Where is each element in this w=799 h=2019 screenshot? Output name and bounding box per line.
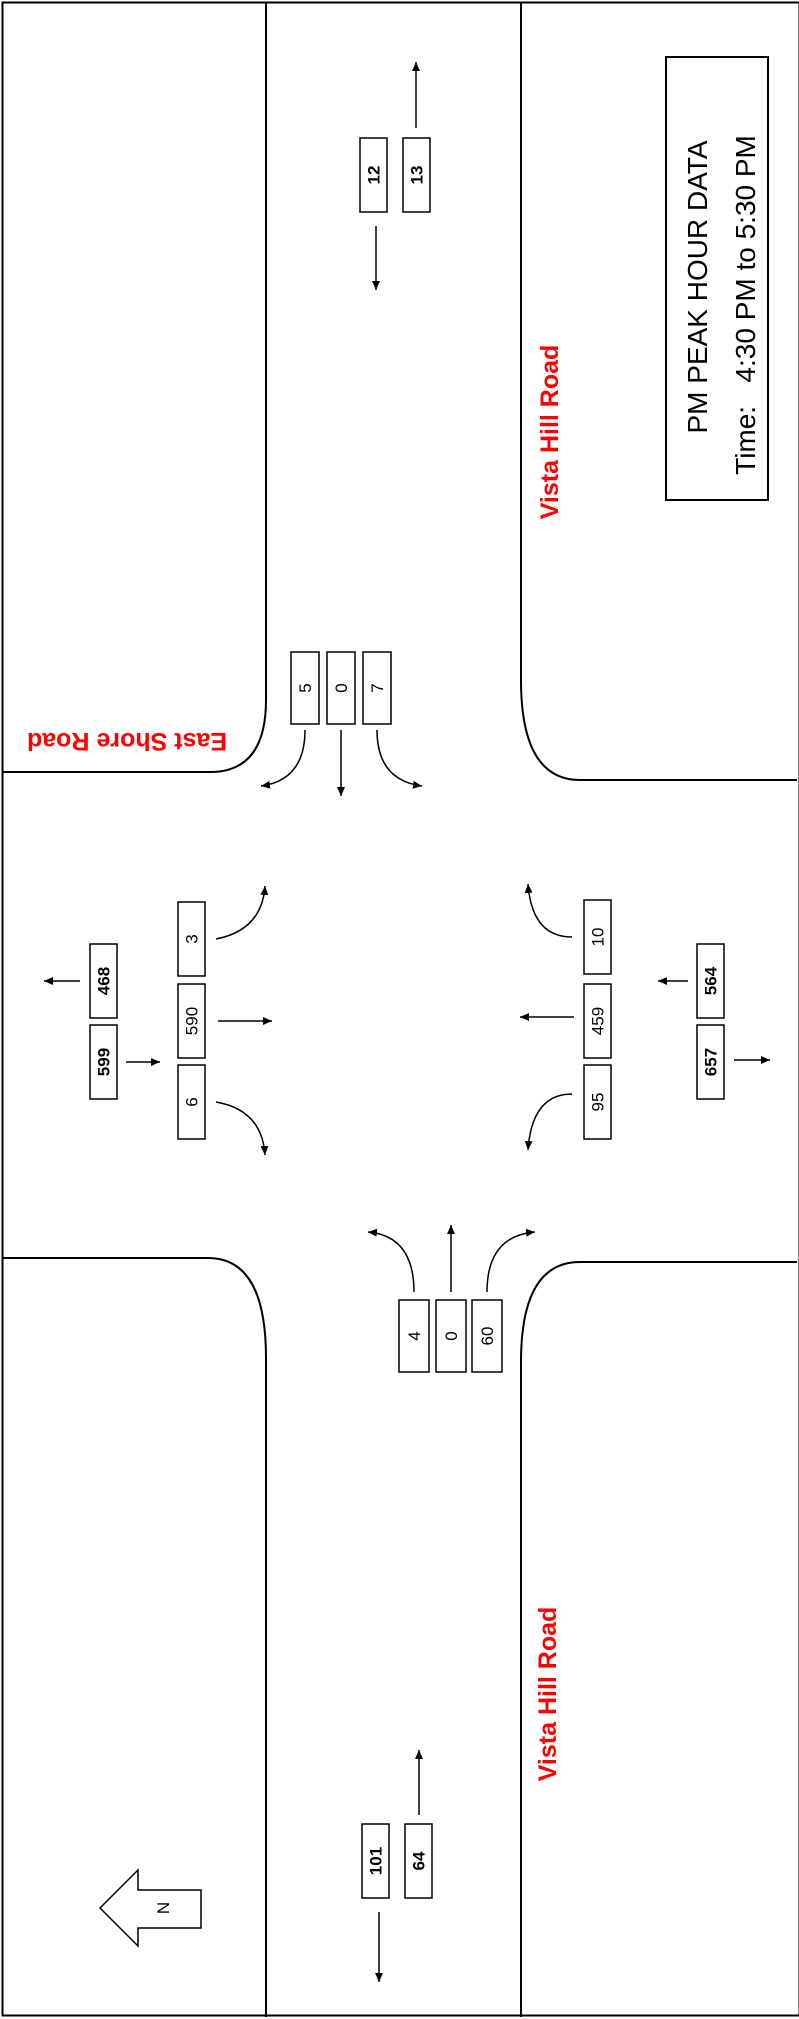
volume-label: 101 [367, 1847, 386, 1875]
volume-label: 657 [702, 1048, 721, 1076]
volume-label: 95 [589, 1093, 608, 1112]
volume-label: 564 [702, 966, 721, 995]
volume-label: 590 [183, 1007, 202, 1035]
west-leg: 6 590 3 599 468 [44, 885, 272, 1156]
north-label: N [154, 1902, 173, 1914]
volume-label: 10 [589, 928, 608, 947]
movement-arrow [215, 1101, 269, 1156]
road-edge-bottom-left [2, 1257, 267, 2017]
top-offsite-volumes: 12 13 [359, 62, 431, 290]
volume-label: 6 [183, 1097, 202, 1106]
movement-arrow [524, 1093, 573, 1151]
road-name-vista-hill-bottom: Vista Hill Road [534, 1607, 562, 1782]
volume-label: 7 [368, 683, 387, 692]
peak-hour-time: Time: 4:30 PM to 5:30 PM [730, 135, 761, 475]
north-arrow-icon [98, 1868, 202, 1948]
volume-label: 12 [365, 166, 384, 185]
volume-label: 459 [589, 1007, 608, 1035]
volume-label: 3 [183, 934, 202, 943]
south-approach: 4 0 60 [367, 1225, 536, 1373]
volume-label: 0 [442, 1331, 461, 1340]
east-shore-approach: 5 0 7 [260, 651, 423, 796]
volume-label: 4 [405, 1331, 424, 1340]
volume-label: 64 [410, 1851, 429, 1870]
volume-label: 60 [478, 1327, 497, 1346]
road-edge-top-right [520, 2, 797, 781]
movement-arrow [260, 729, 306, 789]
volume-label: 5 [296, 683, 315, 692]
road-edge-top-left [2, 2, 267, 773]
movement-arrow [367, 1228, 415, 1293]
movement-arrow [486, 1228, 536, 1293]
volume-label: 468 [95, 967, 114, 995]
movement-arrow [215, 885, 269, 940]
peak-hour-box: PM PEAK HOUR DATA Time: 4:30 PM to 5:30 … [665, 56, 769, 501]
volume-label: 13 [408, 166, 427, 185]
east-leg: 95 459 10 657 564 [520, 883, 770, 1151]
volume-label: 0 [332, 683, 351, 692]
bottom-offsite-volumes: 101 64 [361, 1750, 433, 1982]
road-edge-bottom-right [520, 1261, 797, 2017]
road-name-vista-hill-top: Vista Hill Road [536, 345, 564, 520]
movement-arrow [376, 729, 423, 789]
road-name-east-shore: East Shore Road [27, 727, 227, 755]
volume-label: 599 [95, 1048, 114, 1076]
north-arrow: N [98, 1868, 202, 1948]
peak-hour-title: PM PEAK HOUR DATA [682, 140, 713, 433]
movement-arrow [524, 883, 573, 938]
